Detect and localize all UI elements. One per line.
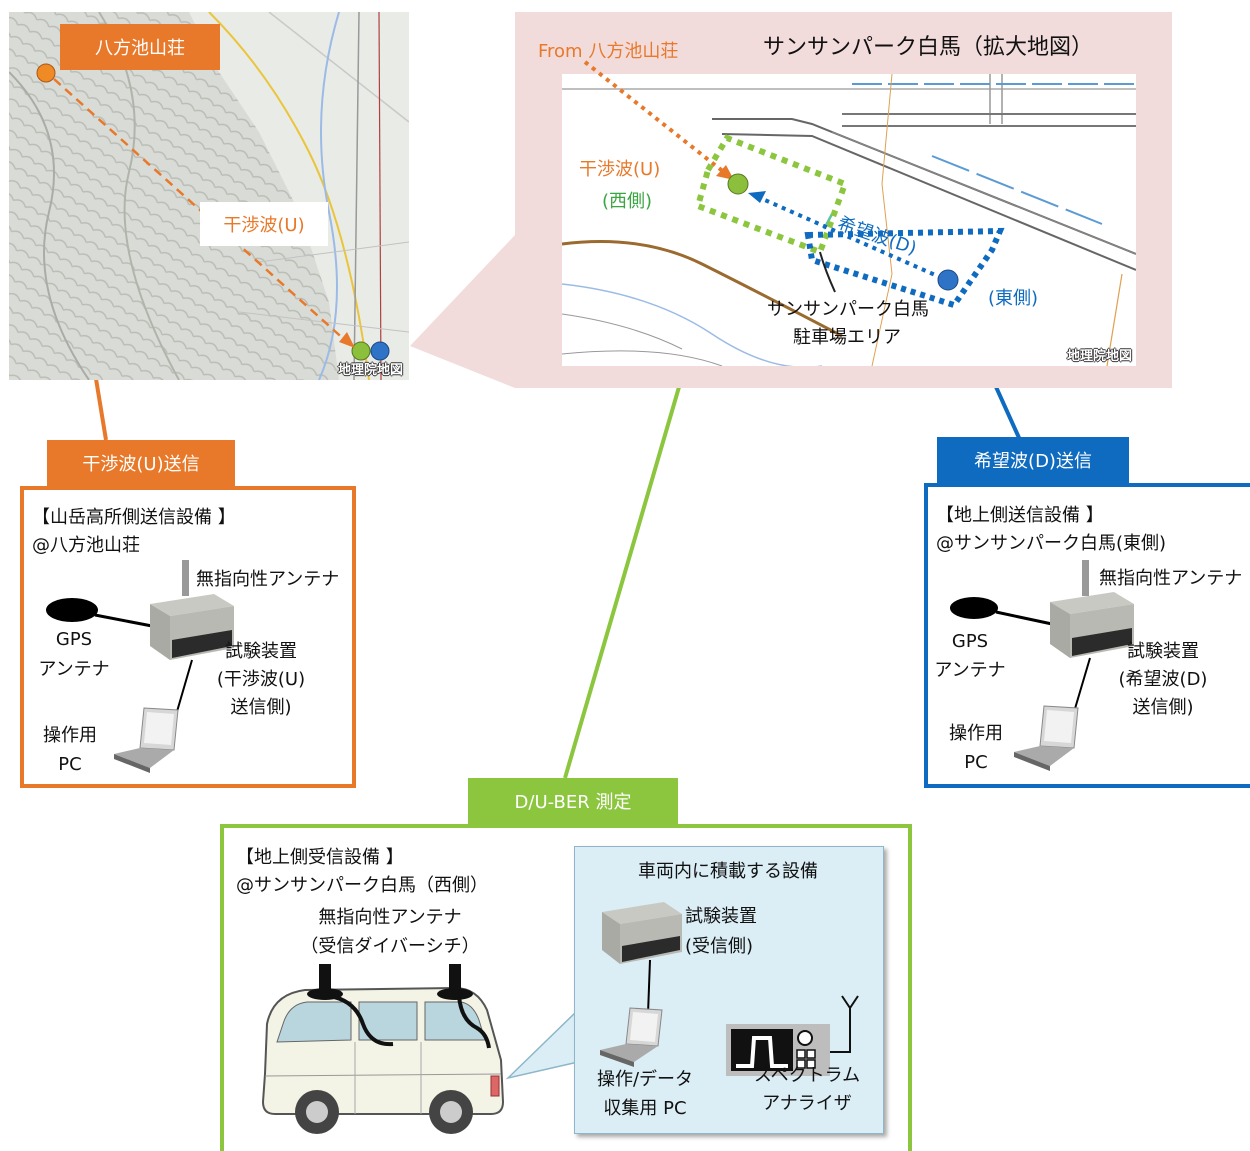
parking-label-2: 駐車場エリア	[793, 327, 901, 348]
zoom-map: 地理院地図	[562, 74, 1136, 366]
tx-u-gps-2: アンテナ	[38, 659, 110, 680]
rx-facility-2: @サンサンパーク白馬（西側）	[236, 875, 488, 896]
tx-u-facility-1: 【山岳高所側送信設備 】	[32, 507, 236, 528]
antenna-icon	[1082, 560, 1089, 596]
laptop-icon	[1014, 705, 1079, 771]
west-label-2: (西側)	[602, 191, 653, 212]
vehicle-panel-title: 車両内に積載する設備	[638, 861, 818, 882]
vehicle-equipment-panel	[574, 846, 884, 1134]
west-label-1: 干渉波(U)	[579, 159, 661, 180]
tx-d-facility-2: @サンサンパーク白馬(東側)	[936, 533, 1167, 554]
east-marker	[937, 269, 959, 291]
tx-u-gps-1: GPS	[55, 629, 93, 650]
area-map-terrain	[9, 12, 409, 380]
rx-header: D/U-BER 測定	[468, 778, 678, 824]
tx-u-device-1: 試験装置	[225, 641, 297, 662]
west-marker	[727, 173, 749, 195]
laptop-icon	[114, 707, 179, 773]
diversity-antennas-icon	[307, 964, 491, 1049]
laptop-icon	[600, 1007, 663, 1067]
antenna-icon	[182, 560, 189, 596]
from-hachipo-arrow	[583, 60, 727, 175]
rx-pc-1: 操作/データ	[596, 1069, 694, 1090]
desired-wave-arrow	[757, 195, 943, 280]
gps-antenna-icon	[950, 597, 998, 619]
vehicle-equipment	[600, 902, 859, 1076]
tx-d-device-3: 送信側)	[1132, 697, 1194, 718]
test-device-icon	[1050, 592, 1134, 658]
gsi-credit-zoom: 地理院地図	[1066, 349, 1132, 364]
rx-sa-2: アナライザ	[762, 1093, 852, 1114]
vehicle	[261, 964, 505, 1134]
tx-u-device-2: (干渉波(U)	[216, 669, 306, 690]
area-map: 八方池山荘 干渉波(U) 地理院地図	[9, 12, 409, 380]
tx-u-equipment	[46, 560, 234, 773]
tx-d-device-1: 試験装置	[1127, 641, 1199, 662]
zoom-map-overlays	[583, 60, 1005, 309]
tx-u-antenna-label: 無指向性アンテナ	[196, 569, 340, 590]
spectrum-analyzer-icon	[726, 995, 859, 1076]
hachipo-label: 八方池山荘	[60, 24, 220, 70]
zoom-map-streets	[562, 74, 1136, 366]
tx-d-facility-1: 【地上側送信設備 】	[936, 505, 1104, 526]
gsi-credit: 地理院地図	[337, 363, 403, 378]
parking-leader	[819, 251, 836, 293]
tx-d-gps-2: アンテナ	[934, 660, 1006, 681]
parking-label-1: サンサンパーク白馬	[767, 299, 929, 320]
zoom-map-title: サンサンパーク白馬（拡大地図）	[763, 35, 1094, 60]
rx-device-2: (受信側)	[685, 936, 754, 957]
tx-u-facility-2: @八方池山荘	[32, 535, 140, 556]
west-area-outline	[694, 134, 849, 256]
test-device-icon	[150, 594, 234, 660]
rx-facility-1: 【地上側受信設備 】	[236, 847, 404, 868]
tx-d-pc-2: PC	[964, 752, 988, 773]
interference-map-label: 干渉波(U)	[200, 202, 328, 246]
rx-device-1: 試験装置	[685, 906, 757, 927]
tx-d-header: 希望波(D)送信	[937, 437, 1129, 483]
test-device-icon	[602, 902, 682, 964]
rx-antenna-2: （受信ダイバーシチ）	[300, 936, 480, 957]
east-area-outline	[804, 227, 1005, 309]
vehicle-icon	[261, 986, 505, 1134]
tx-d-equipment	[950, 560, 1134, 771]
tx-u-pc-1: 操作用	[43, 725, 97, 746]
tx-u-pc-2: PC	[58, 754, 82, 775]
antenna-icon	[841, 995, 859, 1010]
rx-antenna-1: 無指向性アンテナ	[318, 907, 462, 928]
rx-pc-2: 収集用 PC	[603, 1098, 687, 1119]
tx-d-gps-1: GPS	[951, 631, 989, 652]
rx-sa-1: スペクトラム	[753, 1065, 861, 1086]
gps-antenna-icon	[46, 598, 98, 622]
tx-d-device-2: (希望波(D)	[1118, 669, 1208, 690]
tx-d-pc-1: 操作用	[949, 723, 1003, 744]
zoom-callout-wedge	[410, 235, 515, 388]
hachipo-label-text: 八方池山荘	[95, 38, 185, 59]
tx-u-header: 干渉波(U)送信	[47, 440, 235, 486]
east-label: (東側)	[988, 288, 1039, 309]
tx-u-device-3: 送信側)	[230, 697, 292, 718]
from-hachipo-label: From 八方池山荘	[538, 41, 679, 62]
tx-d-antenna-label: 無指向性アンテナ	[1099, 568, 1243, 589]
